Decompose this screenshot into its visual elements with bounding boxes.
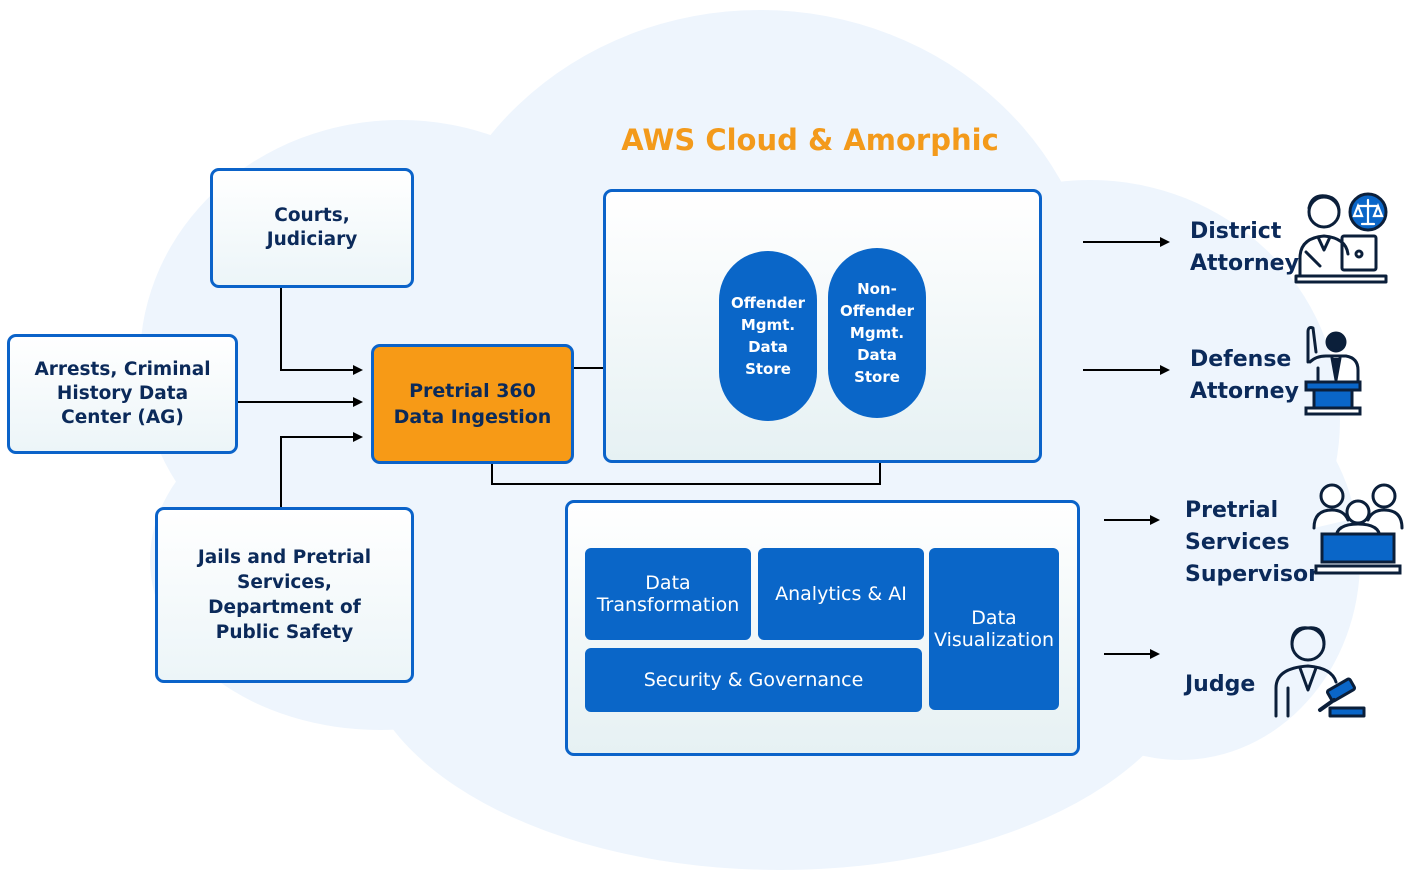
security-label: Security & Governance bbox=[643, 669, 864, 691]
consumer-district-attorney: District Attorney bbox=[1190, 216, 1299, 280]
data-transformation-block: Data Transformation bbox=[585, 548, 751, 640]
data-visualization-block: Data Visualization bbox=[929, 548, 1059, 710]
analytics-ai-block: Analytics & AI bbox=[758, 548, 924, 640]
visualization-label-2: Visualization bbox=[933, 629, 1054, 651]
pretrial-supervisor-label-1: Pretrial bbox=[1185, 498, 1279, 523]
consumer-judge: Judge bbox=[1185, 669, 1255, 701]
source-jails-label-2: Services, bbox=[237, 572, 332, 593]
diagram-title: AWS Cloud & Amorphic bbox=[621, 123, 999, 157]
defense-attorney-label-1: Defense bbox=[1190, 347, 1292, 372]
pretrial-supervisor-label-3: Supervisor bbox=[1185, 562, 1319, 587]
non-offender-store-label-1: Non- bbox=[857, 280, 897, 298]
source-jails-label-4: Public Safety bbox=[215, 622, 354, 643]
ingestion-label-1: Pretrial 360 bbox=[409, 380, 536, 402]
pretrial-360-ingestion: Pretrial 360 Data Ingestion bbox=[371, 344, 574, 464]
source-courts-label-2: Judiciary bbox=[266, 229, 358, 250]
offender-store-label-3: Data bbox=[748, 338, 788, 356]
offender-store-label-4: Store bbox=[745, 360, 791, 378]
data-store-panel: Offender Mgmt. Data Store Non- Offender … bbox=[603, 189, 1042, 463]
non-offender-store-label-4: Data bbox=[857, 346, 897, 364]
transformation-label-1: Data bbox=[645, 572, 691, 594]
analytics-label: Analytics & AI bbox=[775, 583, 907, 605]
non-offender-data-store: Non- Offender Mgmt. Data Store bbox=[828, 248, 926, 418]
district-attorney-label-2: Attorney bbox=[1190, 251, 1299, 276]
pretrial-supervisor-label-2: Services bbox=[1185, 530, 1290, 555]
judge-with-gavel-icon bbox=[1274, 626, 1366, 718]
district-attorney-label-1: District bbox=[1190, 219, 1282, 244]
source-jails-label-3: Department of bbox=[208, 597, 361, 618]
offender-store-label-1: Offender bbox=[730, 294, 806, 312]
source-jails-public-safety: Jails and Pretrial Services, Department … bbox=[155, 507, 414, 683]
offender-store-label-2: Mgmt. bbox=[740, 316, 796, 334]
judge-label: Judge bbox=[1185, 672, 1256, 697]
source-arrests-label-3: Center (AG) bbox=[61, 407, 184, 428]
services-panel: Data Transformation Analytics & AI Data … bbox=[565, 500, 1080, 756]
defense-attorney-label-2: Attorney bbox=[1190, 379, 1299, 404]
consumer-pretrial-supervisor: Pretrial Services Supervisor bbox=[1185, 495, 1319, 591]
source-arrests-label-1: Arrests, Criminal bbox=[34, 359, 211, 380]
source-courts-label-1: Courts, bbox=[274, 205, 350, 226]
group-at-desk-icon bbox=[1312, 483, 1404, 575]
ingestion-label-2: Data Ingestion bbox=[393, 406, 552, 428]
non-offender-store-label-5: Store bbox=[854, 368, 900, 386]
transformation-label-2: Transformation bbox=[596, 594, 740, 616]
speaker-at-podium-icon bbox=[1304, 326, 1362, 416]
consumer-defense-attorney: Defense Attorney bbox=[1190, 344, 1299, 408]
source-arrests-label-2: History Data bbox=[56, 383, 189, 404]
non-offender-store-label-2: Offender bbox=[839, 302, 915, 320]
visualization-label-1: Data bbox=[971, 607, 1017, 629]
offender-data-store: Offender Mgmt. Data Store bbox=[719, 251, 817, 421]
security-governance-block: Security & Governance bbox=[585, 648, 922, 712]
source-arrests-history: Arrests, Criminal History Data Center (A… bbox=[7, 334, 238, 454]
source-courts-judiciary: Courts, Judiciary bbox=[210, 168, 414, 288]
lawyer-with-scales-icon bbox=[1294, 192, 1388, 284]
non-offender-store-label-3: Mgmt. bbox=[849, 324, 905, 342]
source-jails-label-1: Jails and Pretrial bbox=[197, 547, 372, 568]
